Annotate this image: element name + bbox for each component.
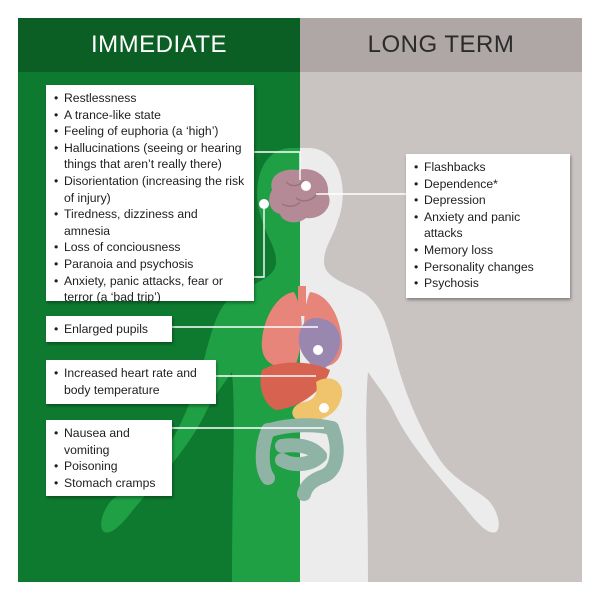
list-item: Enlarged pupils xyxy=(54,321,164,338)
connector-lines xyxy=(172,151,406,429)
list-item: Restlessness xyxy=(54,90,246,107)
heart-icon xyxy=(298,318,341,372)
list-item: Anxiety, panic attacks, fear or terror (… xyxy=(54,273,246,306)
list-item: Tiredness, dizziness and amnesia xyxy=(54,206,246,239)
list-item: Stomach cramps xyxy=(54,475,164,492)
list-item: Psychosis xyxy=(414,275,562,292)
list-item: Paranoia and psychosis xyxy=(54,256,246,273)
stomach-effects-box: Nausea and vomiting Poisoning Stomach cr… xyxy=(46,420,172,496)
list-item: Flashbacks xyxy=(414,159,562,176)
immediate-header: IMMEDIATE xyxy=(18,18,300,72)
stomach-effects-list: Nausea and vomiting Poisoning Stomach cr… xyxy=(54,425,164,491)
left-lung-icon xyxy=(261,292,302,367)
list-item: Depression xyxy=(414,192,562,209)
heart-effects-box: Increased heart rate and body temperatur… xyxy=(46,360,216,404)
trachea-icon xyxy=(298,286,306,316)
long-term-header: LONG TERM xyxy=(300,18,582,72)
brain-icon xyxy=(269,169,330,223)
list-item: Anxiety and panic attacks xyxy=(414,209,562,242)
list-item: Loss of conciousness xyxy=(54,239,246,256)
list-item: Feeling of euphoria (a ‘high’) xyxy=(54,123,246,140)
list-item: Disorientation (increasing the risk of i… xyxy=(54,173,246,206)
heart-effects-list: Increased heart rate and body temperatur… xyxy=(54,365,208,398)
long-term-brain-effects-box: Flashbacks Dependence* Depression Anxiet… xyxy=(406,154,570,298)
list-item: Personality changes xyxy=(414,259,562,276)
list-item: Memory loss xyxy=(414,242,562,259)
stomach-icon xyxy=(292,378,343,422)
list-item: Hallucinations (seeing or hearing things… xyxy=(54,140,246,173)
eye-effects-box: Enlarged pupils xyxy=(46,316,172,342)
list-item: Nausea and vomiting xyxy=(54,425,164,458)
immediate-brain-effects-list: Restlessness A trance-like state Feeling… xyxy=(54,90,246,306)
eye-effects-list: Enlarged pupils xyxy=(54,321,164,338)
long-term-brain-effects-list: Flashbacks Dependence* Depression Anxiet… xyxy=(414,159,562,292)
immediate-brain-effects-box: Restlessness A trance-like state Feeling… xyxy=(46,85,254,304)
liver-icon xyxy=(260,362,330,410)
list-item: A trance-like state xyxy=(54,107,246,124)
list-item: Dependence* xyxy=(414,176,562,193)
list-item: Poisoning xyxy=(54,458,164,475)
list-item: Increased heart rate and body temperatur… xyxy=(54,365,208,398)
connector-dots xyxy=(259,181,329,413)
